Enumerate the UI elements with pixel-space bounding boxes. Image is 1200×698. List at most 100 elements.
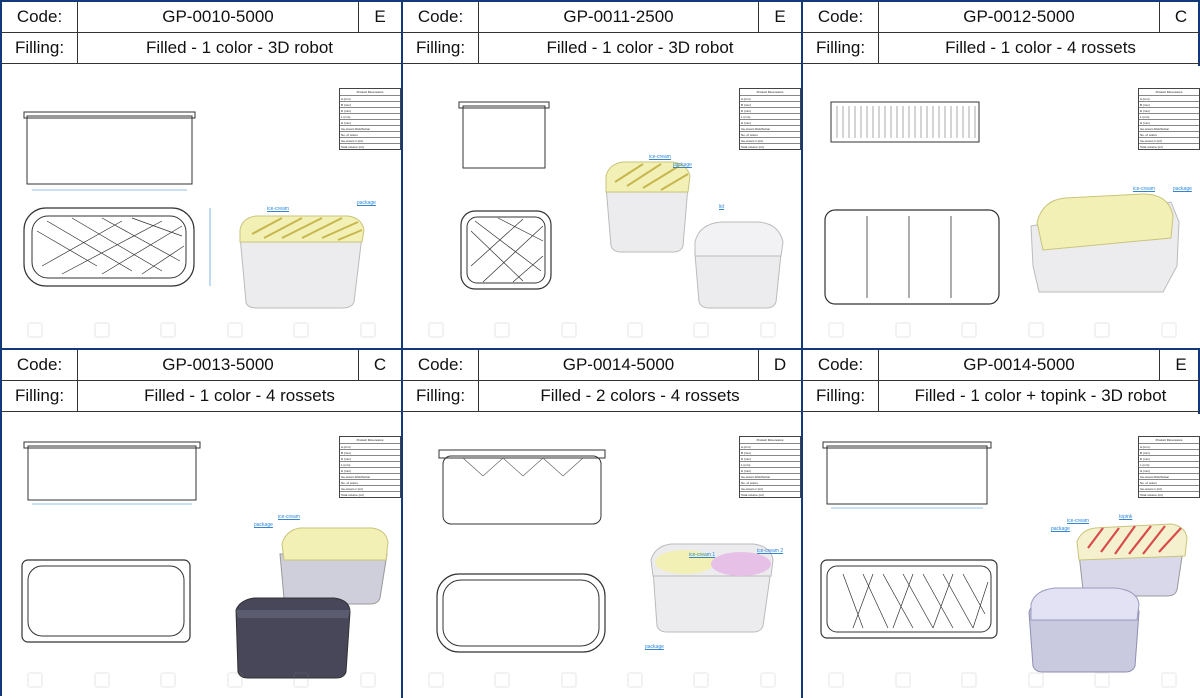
code-row: Code: GP-0010-5000 E: [2, 2, 401, 33]
spec-table: Product Dimensions A (mm) B (mm) D (mm) …: [339, 436, 401, 498]
callout-package: package: [1173, 186, 1192, 192]
spec-row: L (mm): [341, 114, 351, 119]
callout-topink: topink: [1119, 514, 1133, 520]
product-panel: Code: GP-0014-5000 E Filling: Filled - 1…: [803, 350, 1200, 698]
spec-total: Total volume (ml): [1140, 492, 1163, 497]
revision: D: [773, 355, 787, 374]
filling-label: Filling:: [403, 33, 479, 63]
filling-description: Filled - 1 color - 3D robot: [145, 38, 334, 57]
spec-row: H (mm): [741, 120, 751, 125]
spec-row: D (mm): [1140, 456, 1150, 461]
filling-row: Filling: Filled - 1 color - 4 rossets: [2, 381, 401, 412]
code-label: Code:: [2, 350, 78, 380]
code-label: Code:: [2, 2, 78, 32]
product-panel: Code: GP-0012-5000 C Filling: Filled - 1…: [803, 2, 1200, 350]
spec-row: Ice-cream 1 (ml): [341, 486, 363, 491]
callout-ice-cream: ice-cream: [278, 514, 300, 520]
spec-row: B (mm): [1140, 450, 1150, 455]
spec-total: Total volume (ml): [341, 144, 364, 149]
product-code: GP-0012-5000: [879, 2, 1160, 32]
spec-row: Ice-cream 1 (ml): [741, 486, 763, 491]
filling-description: Filled - 1 color - 4 rossets: [945, 38, 1136, 57]
filling-description: Filled - 1 color - 4 rossets: [144, 386, 335, 405]
spec-title: Product Dimensions: [756, 438, 784, 442]
callout-package: package: [673, 162, 692, 168]
spec-row: Ice-cream 1 (ml): [1140, 138, 1162, 143]
code-row: Code: GP-0014-5000 D: [403, 350, 801, 381]
spec-row: D (mm): [341, 108, 351, 113]
technical-drawing: Product Dimensions A (mm) B (mm) D (mm) …: [2, 66, 401, 348]
callout-ice-cream-1: ice-cream 1: [689, 552, 716, 558]
spec-row: No. of colors: [341, 480, 358, 485]
product-panel: Code: GP-0013-5000 C Filling: Filled - 1…: [2, 350, 403, 698]
drawing-canvas: [436, 449, 774, 653]
drawing-canvas: [21, 441, 389, 679]
spec-row: B (mm): [341, 102, 351, 107]
spec-row: D (mm): [741, 108, 751, 113]
spec-row: A (mm): [741, 96, 751, 101]
spec-total: Total volume (ml): [341, 492, 364, 497]
spec-row: A (mm): [341, 444, 351, 449]
callout-package: package: [1051, 526, 1070, 532]
spec-total: Total volume (ml): [741, 144, 764, 149]
filling-description: Filled - 1 color - 3D robot: [546, 38, 734, 57]
product-panel: Code: GP-0011-2500 E Filling: Filled - 1…: [403, 2, 803, 350]
spec-title: Product Dimensions: [356, 438, 384, 442]
spec-row: No. of colors: [341, 132, 358, 137]
revision: C: [1174, 7, 1188, 26]
code-label: Code:: [803, 350, 879, 380]
filling-label: Filling:: [803, 381, 879, 411]
filling-label: Filling:: [803, 33, 879, 63]
filling-description: Filled - 1 color + topink - 3D robot: [914, 386, 1167, 405]
spec-row: H (mm): [341, 468, 351, 473]
spec-row: D (mm): [341, 456, 351, 461]
code-row: Code: GP-0013-5000 C: [2, 350, 401, 381]
callout-ice-cream: ice-cream: [649, 154, 671, 160]
technical-drawing: Product Dimensions A (mm) B (mm) D (mm) …: [803, 66, 1200, 348]
technical-drawing: Product Dimensions A (mm) B (mm) D (mm) …: [803, 414, 1200, 698]
spec-total: Total volume (ml): [741, 492, 764, 497]
filling-row: Filling: Filled - 1 color + topink - 3D …: [803, 381, 1200, 412]
drawing-canvas: [824, 101, 1180, 305]
technical-drawing: Product Dimensions A (mm) B (mm) D (mm) …: [403, 414, 801, 698]
code-row: Code: GP-0011-2500 E: [403, 2, 801, 33]
filling-label: Filling:: [403, 381, 479, 411]
spec-row: B (mm): [741, 102, 751, 107]
spec-row: H (mm): [1140, 468, 1150, 473]
spec-row: A (mm): [741, 444, 751, 449]
filling-label: Filling:: [2, 381, 78, 411]
code-row: Code: GP-0012-5000 C: [803, 2, 1200, 33]
callout-lid: lid: [719, 204, 725, 210]
revision: C: [373, 355, 387, 374]
drawing-canvas: [458, 101, 784, 309]
spec-row: L (mm): [741, 462, 751, 467]
spec-table: Product Dimensions A (mm) B (mm) D (mm) …: [1138, 436, 1200, 498]
spec-row: A (mm): [1140, 96, 1150, 101]
spec-table: Product Dimensions A (mm) B (mm) D (mm) …: [739, 436, 801, 498]
product-code: GP-0013-5000: [78, 350, 359, 380]
callout-package: package: [254, 522, 273, 528]
code-label: Code:: [803, 2, 879, 32]
callout-ice-cream-2: ice-cream 2: [757, 548, 784, 554]
spec-row: H (mm): [741, 468, 751, 473]
filling-label: Filling:: [2, 33, 78, 63]
spec-title: Product Dimensions: [756, 90, 784, 94]
callout-package: package: [357, 200, 376, 206]
product-code: GP-0011-2500: [479, 2, 759, 32]
spec-section: Ice-cream Distribution: [1140, 474, 1170, 479]
product-panel: Code: GP-0010-5000 E Filling: Filled - 1…: [2, 2, 403, 350]
revision: E: [374, 7, 386, 26]
revision: E: [774, 7, 786, 26]
filling-row: Filling: Filled - 2 colors - 4 rossets: [403, 381, 801, 412]
product-code: GP-0014-5000: [879, 350, 1160, 380]
spec-table: Product Dimensions A (mm) B (mm) D (mm) …: [739, 88, 801, 150]
spec-row: No. of colors: [741, 132, 758, 137]
spec-title: Product Dimensions: [1155, 90, 1183, 94]
spec-row: B (mm): [341, 450, 351, 455]
spec-section: Ice-cream Distribution: [341, 126, 371, 131]
spec-table: Product Dimensions A (mm) B (mm) D (mm) …: [1138, 88, 1200, 150]
spec-section: Ice-cream Distribution: [741, 126, 771, 131]
filling-description: Filled - 2 colors - 4 rossets: [540, 386, 740, 405]
technical-drawing: Product Dimensions A (mm) B (mm) D (mm) …: [2, 414, 401, 698]
